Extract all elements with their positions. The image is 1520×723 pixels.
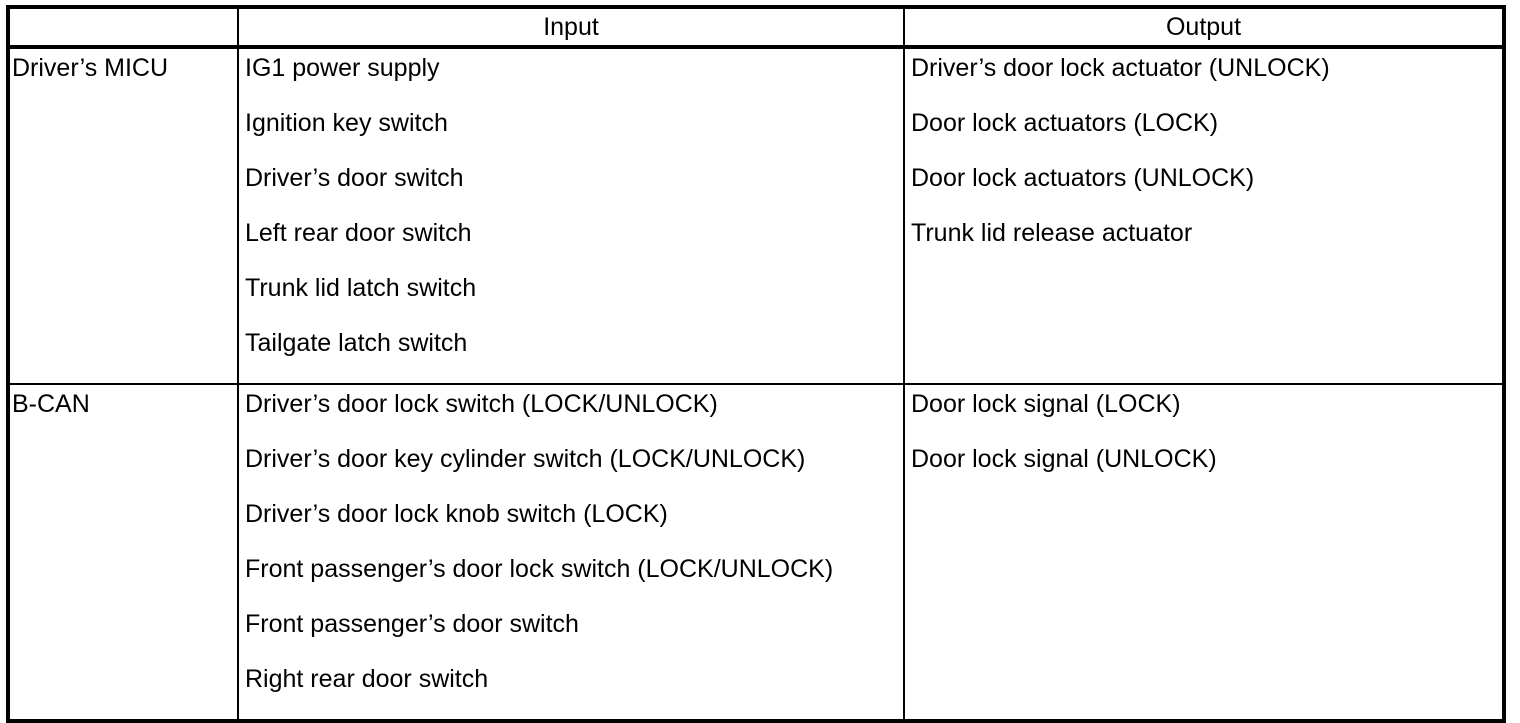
output-list: Door lock signal (LOCK) Door lock signal…: [911, 389, 1502, 499]
list-item: Trunk lid latch switch: [245, 274, 477, 302]
table-header: Input Output: [10, 9, 1502, 49]
list-item: IG1 power supply: [245, 54, 440, 82]
module-cell: B-CAN: [10, 384, 239, 719]
table-body: Driver’s MICU IG1 power supply Ignition …: [10, 47, 1502, 719]
list-item: Front passenger’s door lock switch (LOCK…: [245, 555, 834, 583]
list-item: Driver’s door lock actuator (UNLOCK): [911, 54, 1330, 82]
input-output-table: Input Output Driver’s MICU IG1 power sup…: [10, 9, 1502, 719]
list-item: Door lock actuators (LOCK): [911, 109, 1219, 137]
list-item: Driver’s door key cylinder switch (LOCK/…: [245, 445, 806, 473]
list-item: Right rear door switch: [245, 665, 489, 693]
output-cell: Driver’s door lock actuator (UNLOCK) Doo…: [904, 47, 1502, 385]
list-item: Door lock signal (UNLOCK): [911, 445, 1217, 473]
list-item: Door lock actuators (UNLOCK): [911, 164, 1255, 192]
module-name-label: B-CAN: [12, 390, 90, 418]
list-item: Ignition key switch: [245, 109, 448, 137]
list-item: Trunk lid release actuator: [911, 219, 1193, 247]
module-name-label: Driver’s MICU: [12, 54, 169, 82]
column-header-module: [10, 9, 239, 49]
output-cell: Door lock signal (LOCK) Door lock signal…: [904, 384, 1502, 719]
input-list: Driver’s door lock switch (LOCK/UNLOCK) …: [245, 389, 903, 719]
spec-table-container: Input Output Driver’s MICU IG1 power sup…: [6, 5, 1506, 723]
list-item: Driver’s door switch: [245, 164, 464, 192]
input-cell: Driver’s door lock switch (LOCK/UNLOCK) …: [238, 384, 905, 719]
list-item: Door lock signal (LOCK): [911, 390, 1181, 418]
list-item: Driver’s door lock knob switch (LOCK): [245, 500, 668, 528]
table-row: B-CAN Driver’s door lock switch (LOCK/UN…: [10, 384, 1502, 719]
input-list: IG1 power supply Ignition key switch Dri…: [245, 53, 903, 383]
column-header-input: Input: [238, 9, 905, 49]
list-item: Driver’s door lock switch (LOCK/UNLOCK): [245, 390, 718, 418]
list-item: Left rear door switch: [245, 219, 472, 247]
input-cell: IG1 power supply Ignition key switch Dri…: [238, 47, 905, 385]
page-root: Input Output Driver’s MICU IG1 power sup…: [6, 5, 1506, 723]
module-cell: Driver’s MICU: [10, 47, 239, 385]
table-header-row: Input Output: [10, 9, 1502, 49]
list-item: Front passenger’s door switch: [245, 610, 579, 638]
table-row: Driver’s MICU IG1 power supply Ignition …: [10, 47, 1502, 385]
list-item: Tailgate latch switch: [245, 329, 468, 357]
output-list: Driver’s door lock actuator (UNLOCK) Doo…: [911, 53, 1502, 273]
column-header-output: Output: [904, 9, 1502, 49]
